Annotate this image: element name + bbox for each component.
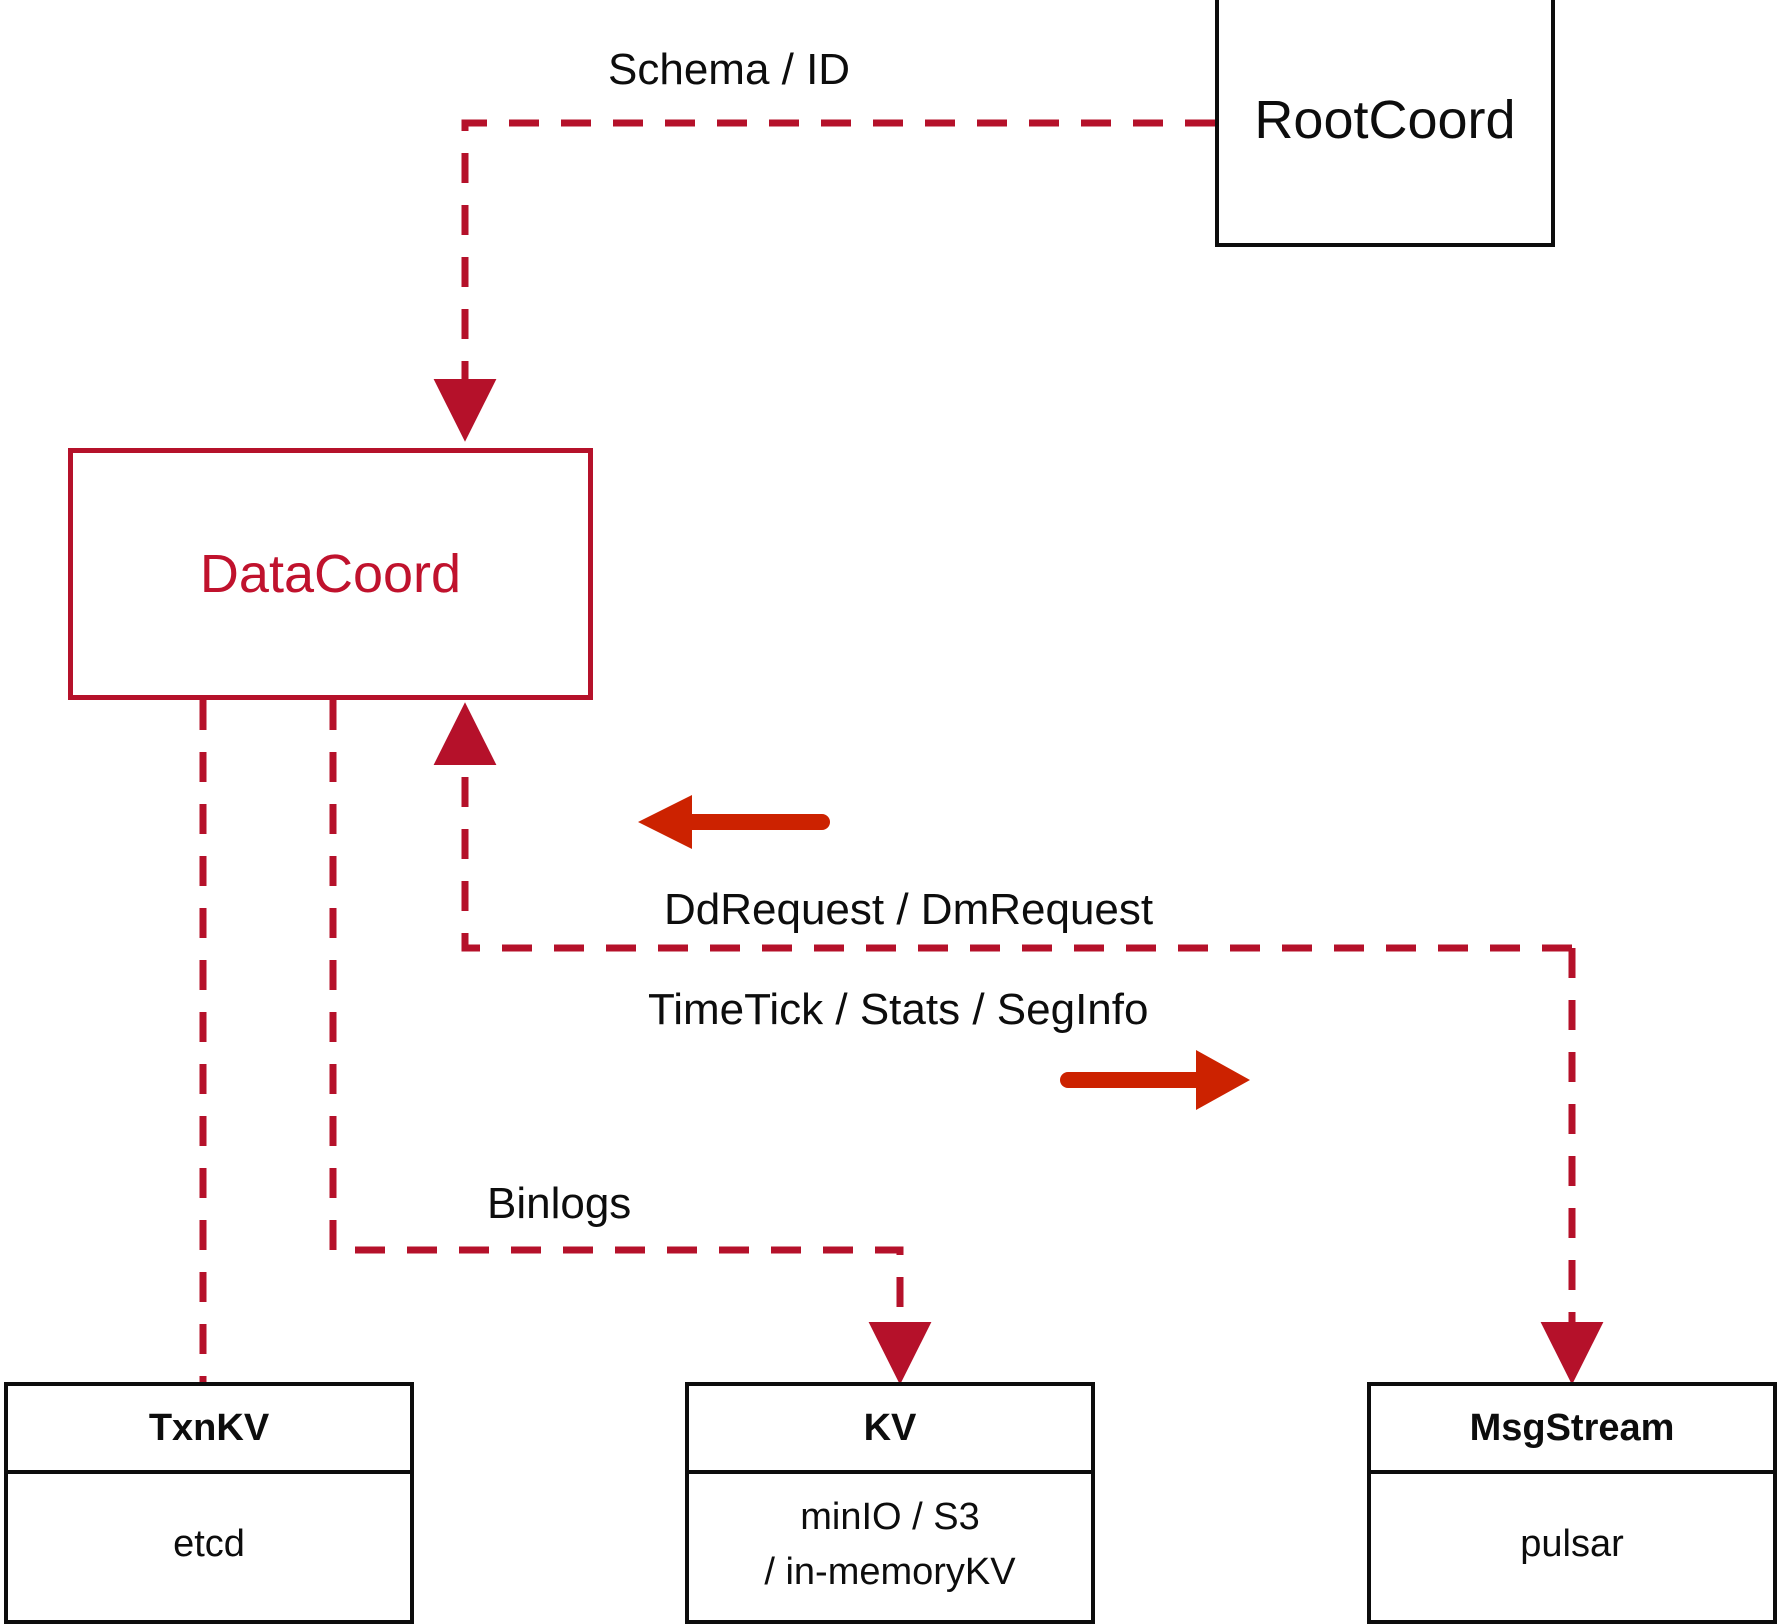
node-txnkv-sub-1: etcd (173, 1523, 245, 1566)
node-kv-sub-2: / in-memoryKV (764, 1551, 1016, 1593)
node-rootcoord[interactable]: RootCoord (1215, 0, 1555, 247)
node-kv-sub-1: minIO / S3 (800, 1495, 980, 1538)
edge-binlogs (329, 700, 932, 1385)
edge-label-dd-dm-request: DdRequest / DmRequest (664, 885, 1154, 934)
node-txnkv-title: TxnKV (148, 1406, 270, 1449)
direction-arrow-left-icon (638, 795, 830, 849)
node-msgstream[interactable]: MsgStream pulsar (1367, 1382, 1777, 1624)
node-rootcoord-label: RootCoord (1254, 90, 1516, 150)
node-txnkv[interactable]: TxnKV etcd (4, 1382, 414, 1624)
edge-label-binlogs: Binlogs (487, 1179, 632, 1228)
node-datacoord[interactable]: DataCoord (68, 448, 593, 700)
node-msgstream-sub-1: pulsar (1520, 1523, 1624, 1566)
node-kv-divider (689, 1470, 1091, 1474)
direction-arrow-right-icon (1060, 1050, 1250, 1110)
edge-label-timetick-stats-seginfo: TimeTick / Stats / SegInfo (648, 985, 1149, 1034)
node-kv-title: KV (863, 1406, 917, 1449)
edge-label-schema-id: Schema / ID (608, 45, 851, 94)
node-datacoord-label: DataCoord (199, 544, 462, 604)
node-txnkv-divider (8, 1470, 410, 1474)
edge-schema-id (433, 119, 1215, 442)
edge-dd-dm-request (433, 702, 1572, 952)
node-msgstream-title: MsgStream (1469, 1406, 1675, 1449)
node-kv[interactable]: KV minIO / S3 / in-memoryKV (685, 1382, 1095, 1624)
node-msgstream-divider (1371, 1470, 1773, 1474)
